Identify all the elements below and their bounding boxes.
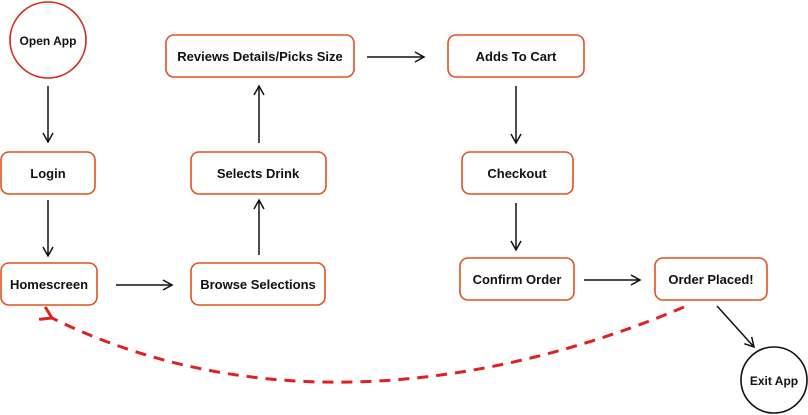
node-reviews-details-label: Reviews Details/Picks Size (177, 49, 342, 64)
node-adds-to-cart-label: Adds To Cart (476, 49, 557, 64)
arrow-placed-to-exit (716, 305, 756, 349)
loop-arrow-placed-to-homescreen (52, 305, 685, 384)
node-checkout-label: Checkout (487, 166, 547, 181)
node-confirm-order-label: Confirm Order (473, 272, 562, 287)
node-homescreen: Homescreen (0, 262, 98, 306)
node-browse-selections-label: Browse Selections (200, 277, 316, 292)
node-login: Login (0, 151, 96, 195)
node-open-app-label: Open App (20, 34, 77, 48)
node-order-placed-label: Order Placed! (668, 272, 753, 287)
node-adds-to-cart: Adds To Cart (447, 34, 585, 78)
node-exit-app-label: Exit App (750, 374, 798, 388)
node-login-label: Login (30, 166, 65, 181)
connectors (42, 51, 756, 349)
node-open-app: Open App (9, 1, 87, 79)
node-homescreen-label: Homescreen (10, 277, 88, 292)
node-selects-drink: Selects Drink (190, 151, 327, 195)
node-selects-drink-label: Selects Drink (217, 166, 300, 181)
node-checkout: Checkout (461, 151, 574, 195)
node-browse-selections: Browse Selections (190, 262, 326, 306)
node-exit-app: Exit App (740, 346, 808, 414)
node-confirm-order: Confirm Order (459, 257, 575, 301)
node-reviews-details: Reviews Details/Picks Size (165, 34, 355, 78)
node-order-placed: Order Placed! (654, 257, 768, 301)
